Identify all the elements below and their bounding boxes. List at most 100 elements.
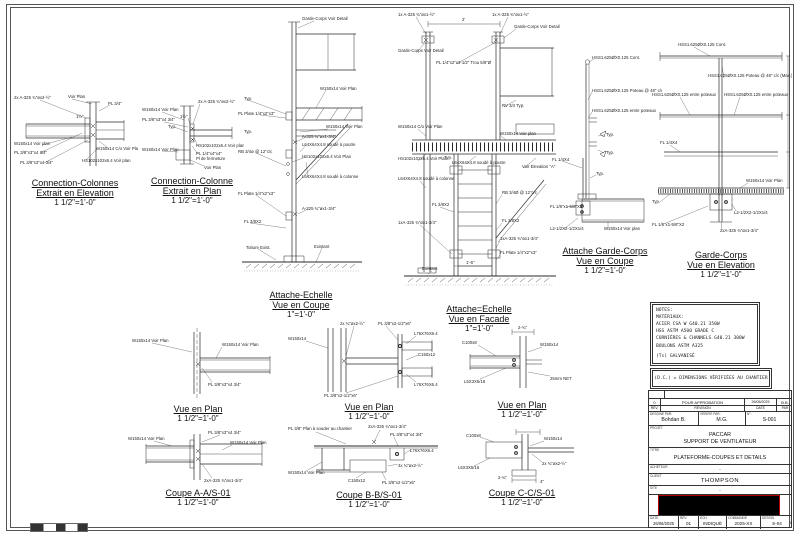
date-header: DATE — [756, 406, 765, 410]
callout: Garde-Corps Voir Detail — [514, 24, 560, 29]
steel-linework — [561, 58, 645, 230]
detail-sketch: W150x14 Voir Plan PL 3/8"x3"x4 3/4" W150… — [128, 430, 267, 483]
footer-scale-cell: ÉCH. INDIQUÉ — [699, 516, 727, 529]
sheet-border-inner — [10, 7, 790, 528]
callout: HS102x102x6.4 Voir Plan — [302, 154, 352, 159]
callout: L64X64X4.8 soudé à poutre — [302, 142, 356, 147]
site-label: SITE — [650, 486, 658, 490]
callout: 1½" — [76, 114, 84, 119]
footer-rev-marker: A — [789, 521, 792, 525]
detail-title-line: Extrait en Plan — [162, 186, 222, 197]
detail-garde-corps-elevation: HSS1.625ØX0.125 Cont. HSS1.625ØX0.125 Po… — [650, 36, 792, 280]
callout: W150x14 Voir plan — [500, 131, 537, 136]
callout: A-325 ¾"øx1-3/4" — [302, 206, 336, 211]
callout: C100x8 — [466, 433, 481, 438]
footer-sheet-label: DESSIN — [762, 516, 774, 520]
revision-header-cell: RÉVISION — [661, 406, 745, 411]
callout: L64X64X4.8 soudé à poutre — [452, 160, 506, 165]
callout: FL 3/8X2 — [502, 218, 520, 223]
dc-note-text: (D.C.) = DIMENSIONS VÉRIFIÉES AU CHANTIE… — [652, 370, 770, 387]
drawn-by-label: DESSINÉ PAR: — [650, 412, 673, 416]
detail-title: Garde-Corps Vue en Elevation 1 1/2"=1'-0… — [650, 250, 792, 280]
steel-linework — [305, 429, 438, 481]
callout: L64X64X4.8 soudé à colonne — [302, 174, 359, 179]
callout: W150x14 Voir Plan — [230, 440, 267, 445]
callout: FL 1/4X4 — [660, 140, 678, 145]
callout: HS102x102x6.4 Voir plan — [82, 158, 131, 163]
drawn-by-value: Bohdan B. — [661, 417, 686, 423]
detail-title: Attache-Echelle Vue en Coupe 1"=1'-0" — [236, 290, 366, 320]
rev-number: 0 — [653, 400, 656, 405]
callout: Voir Plan — [68, 94, 86, 99]
notes-title: NOTES: — [656, 308, 673, 313]
callout: PL 3/4" — [108, 101, 122, 106]
callout: HS102x102x6.4 Voir plan — [196, 143, 244, 148]
detail-title-line: Connection-Colonnes — [31, 178, 119, 188]
footer-order-cell: COMMANDE 2025-XX — [727, 516, 761, 529]
detail-title-line: Attache-Echelle — [269, 290, 333, 300]
callout: FL 3/8X2 — [244, 219, 262, 224]
steel-linework — [25, 98, 125, 166]
detail-title-line: Vue en Coupe — [576, 256, 634, 267]
detail-title-line: Vue en Elevation — [687, 260, 755, 271]
detail-sketch: C100x8 W150x14 L5X3X5/16 25mm NET 2-¾" — [462, 325, 572, 388]
notes-box: NOTES: MATÉRIAUX: ACIER CSA W G40.21 350… — [650, 302, 760, 366]
callout: L5X3X5/16 — [458, 465, 480, 470]
callout: C150x12 — [418, 352, 436, 357]
detail-scale: 1"=1'-0" — [465, 324, 493, 334]
detail-scale: 1 1/2"=1'-0" — [177, 498, 219, 508]
detail-attache-echelle-coupe: Garde-Corps Voir Detail W150x14 Voir Pla… — [236, 12, 366, 320]
detail-attache-garde-corps-coupe: HSS1.625ØX0.125 Cont. HSS1.625ØX0.125 Po… — [548, 48, 662, 276]
detail-title-line: Vue en Coupe — [272, 300, 330, 311]
callout: HSS1.625ØX0.125 entre poteaux — [592, 108, 657, 113]
steel-linework — [305, 325, 433, 394]
detail-coupe-aa: W150x14 Voir Plan PL 3/8"x3"x4 3/4" W150… — [112, 426, 284, 508]
sheet-border-outer — [6, 4, 794, 531]
callout: RB 3/4Ø @ 12"c/c — [502, 190, 538, 195]
titleblock-title-row: TITRE PLATEFORME-COUPES ET DETAILS — [649, 447, 791, 464]
callout: L2-1/2X2-1/2X1/4 — [734, 210, 768, 215]
rev-par-cell: B.B. — [777, 399, 793, 405]
steel-linework — [161, 103, 233, 167]
callout: W150x14 Voir Plan — [222, 342, 259, 347]
date-header-cell: DATE — [745, 406, 777, 411]
titleblock-project-row: PROJET PACCAR SUPPORT DE VENTILATEUR — [649, 425, 791, 447]
detail-scale: 1 1/2"=1'-0" — [54, 198, 96, 208]
rev-description: POUR APPROBATION — [681, 400, 724, 405]
callout: Typ. — [652, 199, 660, 204]
callout: 2x A-325 ¾"øx2-½" — [14, 95, 51, 100]
detail-title: Attache=Echelle Vue en Facade 1"=1'-0" — [396, 304, 562, 334]
titleblock-buyer-row: ACHETEUR - — [649, 464, 791, 473]
callout: Voir Elevation "A" — [522, 164, 556, 169]
rev-desc-cell: POUR APPROBATION — [661, 399, 745, 405]
detail-sketch: W150x14 Voir Plan PL 3/8"x3"x4 3/4" 2x A… — [142, 99, 244, 170]
detail-coupe-bb: PL 3/8" Plan à souder au chantier 2xA-32… — [286, 422, 452, 510]
client-label: CLIENT — [650, 474, 662, 478]
callout: PL 1/4"x4"x4" — [196, 151, 222, 156]
drawing-no-value: S-001 — [762, 417, 777, 423]
checked-by-cell: VÉRIFIÉ PAR: M.G. — [699, 412, 746, 425]
sheet-title-label: TITRE — [650, 448, 660, 452]
drawing-no-cell: N°: S-001 — [746, 412, 793, 425]
steel-linework — [658, 46, 790, 230]
detail-title: Coupe A-A/S-01 1 1/2"=1'-0" — [112, 488, 284, 508]
detail-title-line: Connection-Colonne — [150, 176, 234, 186]
detail-scale: 1 1/2"=1'-0" — [584, 266, 626, 276]
callout: W150x14 Voir Plan — [132, 338, 169, 343]
callout: 2x ¾"øx2-½" — [542, 461, 567, 466]
detail-title-line: Coupe B-B/S-01 — [336, 490, 402, 500]
notes-content: NOTES: MATÉRIAUX: ACIER CSA W G40.21 350… — [652, 304, 758, 364]
callout: HSS1.625ØX0.125 Cont. — [678, 42, 726, 47]
blank-cell — [649, 391, 665, 398]
callout: 2-¾" — [518, 325, 527, 330]
par-header: PAR — [781, 406, 789, 410]
titleblock-revision-entry: 0 POUR APPROBATION 26/06/2025 B.B. — [649, 398, 791, 405]
callout: W150x14 Voir Plan — [746, 178, 783, 183]
callout: 2xA-325 ¾"øx1-3/4" — [368, 424, 407, 429]
detail-title-line: Attache Garde-Corps — [562, 246, 648, 256]
detail-title-line: Vue en Plan — [497, 400, 547, 410]
callout: PL 3/8"x3"x4 3/4" — [208, 382, 242, 387]
callout: 2x A-325 ¾"øx2-½" — [198, 99, 235, 104]
detail-connection-colonnes-elevation: 2x A-325 ¾"øx2-½" Voir Plan PL 3/4" W150… — [12, 92, 138, 208]
footer-sheet-value: S-04 — [772, 521, 782, 526]
